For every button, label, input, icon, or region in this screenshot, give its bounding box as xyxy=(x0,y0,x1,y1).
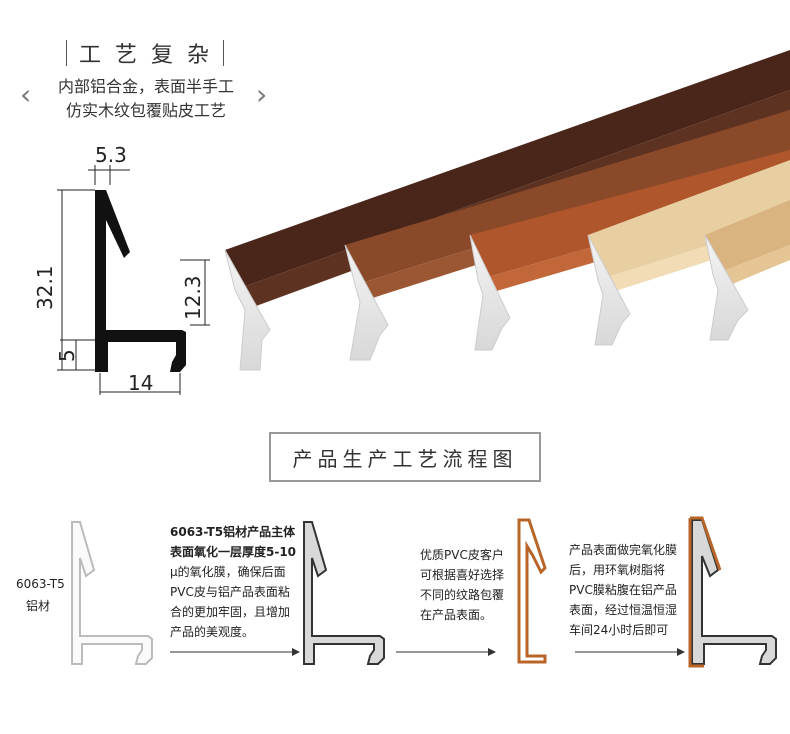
subtitle-line-1: 内部铝合金，表面半手工 xyxy=(57,77,234,96)
step3-line-1: 产品表面做完氧化膜 xyxy=(569,543,678,557)
pvc-film-shape xyxy=(517,518,547,664)
chevron-left-icon[interactable]: ‹ xyxy=(20,78,32,111)
step3-line-3: PVC膜粘腹在铝产品 xyxy=(569,583,677,597)
section-title: 工艺复杂 xyxy=(66,38,226,68)
step1-line-2: 表面氧化一层厚度5-10 xyxy=(170,545,297,559)
raw-profile-shape xyxy=(71,521,153,665)
finished-profile-shape xyxy=(691,519,777,665)
step3-line-4: 表面，经过恒温恒湿 xyxy=(569,603,678,617)
flow-arrow-1 xyxy=(170,648,300,656)
flow-title: 产品生产工艺流程图 xyxy=(269,432,541,482)
oxidized-profile-shape xyxy=(303,521,385,665)
step1-line-4: PVC皮与铝产品表面粘 xyxy=(170,585,290,599)
step2-line-1: 优质PVC皮客户 xyxy=(420,548,504,562)
step2-line-2: 可根据喜好选择 xyxy=(420,568,505,582)
raw-profile-drawing xyxy=(71,521,153,665)
pvc-film-drawing xyxy=(517,518,547,664)
step1-line-1: 6063-T5铝材产品主体 xyxy=(170,525,296,539)
step3-line-2: 后，用环氧树脂将 xyxy=(569,563,666,577)
dim-top: 5.3 xyxy=(95,143,127,167)
step1-line-3: μ的氧化膜，确保后面 xyxy=(170,565,286,579)
frame-samples-image xyxy=(224,50,790,371)
finished-profile-film-side xyxy=(688,518,704,668)
title-divider xyxy=(223,40,225,66)
flow-arrow-3 xyxy=(575,648,685,656)
dim-bottom: 14 xyxy=(128,371,153,395)
step3-line-5: 车间24小时后即可 xyxy=(569,623,669,637)
step1-line-6: 产品的美观度。 xyxy=(170,625,255,639)
dim-base-height: 5 xyxy=(55,349,79,362)
frame-sample-5 xyxy=(704,200,790,341)
profile-dimension-drawing: 5.3 32.1 12.3 5 14 xyxy=(33,143,210,395)
chevron-right-icon[interactable]: › xyxy=(256,78,268,111)
section-title-text: 工艺复杂 xyxy=(79,43,224,68)
flow-arrow-2 xyxy=(396,648,496,656)
subtitle-line-2: 仿实木纹包覆贴皮工艺 xyxy=(65,101,226,120)
finished-profile-film-top xyxy=(690,516,722,571)
profile-shape xyxy=(95,190,186,372)
step2-line-4: 在产品表面。 xyxy=(420,608,493,622)
material-label-code: 6063-T5 xyxy=(16,577,65,591)
dim-height: 32.1 xyxy=(33,265,57,310)
finished-profile-drawing xyxy=(688,516,777,668)
oxidized-profile-drawing xyxy=(303,521,385,665)
dim-inner-height: 12.3 xyxy=(181,275,205,320)
material-label-name: 铝材 xyxy=(26,599,51,613)
title-divider xyxy=(66,40,67,66)
step2-line-3: 不同的纹路包覆 xyxy=(420,588,505,602)
step1-line-5: 合的更加牢固，且增加 xyxy=(170,605,291,619)
